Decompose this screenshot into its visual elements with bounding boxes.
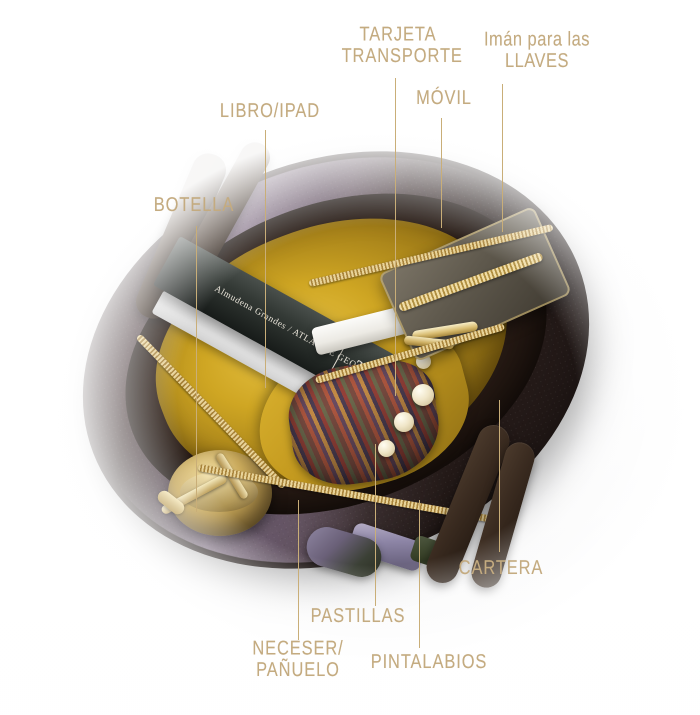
label-botella: BOTELLA — [153, 192, 235, 216]
leader-line-cartera — [499, 400, 501, 552]
leader-line-libro — [265, 130, 267, 388]
label-pintalabios: PINTALABIOS — [370, 649, 488, 673]
leader-line-neceser — [298, 500, 300, 640]
pill-tablet — [412, 384, 434, 406]
pill-tablet — [394, 412, 414, 432]
label-cartera: CARTERA — [458, 555, 544, 579]
leader-line-tarjeta — [395, 78, 397, 396]
leader-line-pintalabios — [419, 500, 421, 648]
leader-line-botella — [196, 226, 198, 512]
leader-line-movil — [441, 118, 443, 228]
leader-line-pastillas — [375, 444, 377, 606]
pill-tablet — [378, 440, 395, 457]
leader-line-iman — [502, 84, 504, 232]
label-tarjeta-transporte: TARJETA TRANSPORTE — [341, 22, 463, 67]
label-neceser-panuelo: NECESER/ PAÑUELO — [252, 636, 344, 681]
label-pastillas: PASTILLAS — [310, 603, 406, 627]
label-movil: MÓVIL — [416, 85, 472, 109]
label-iman-para-las-llaves: Imán para las LLAVES — [483, 27, 591, 72]
label-libro-ipad: LIBRO/IPAD — [219, 98, 321, 122]
